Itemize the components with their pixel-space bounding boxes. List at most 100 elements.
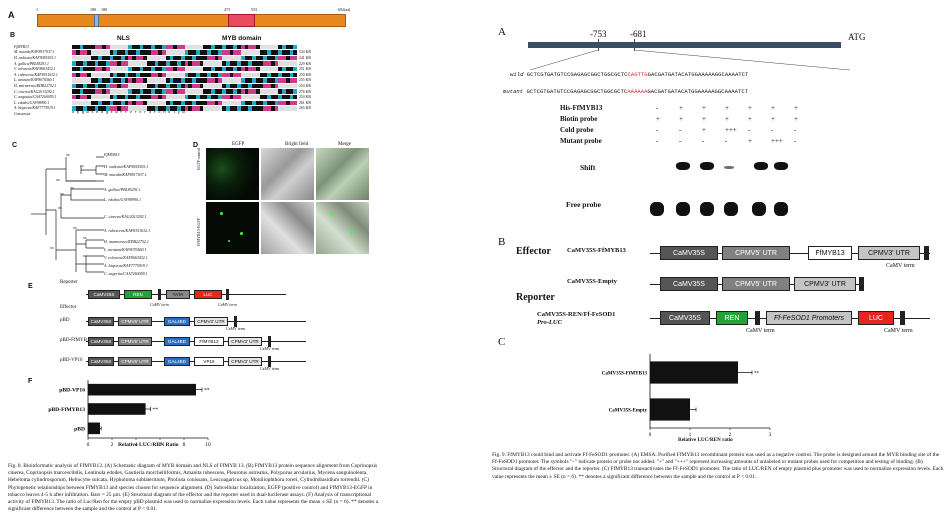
nls-label: NLS — [117, 35, 130, 42]
alignment-species-name: A. bisporus/KAF7775919.1 — [14, 106, 56, 111]
protein-bar — [37, 14, 346, 27]
tree-leaf: A. rubescens/KAF8351632.1 — [104, 228, 151, 233]
chart-bar — [650, 361, 738, 384]
position-753: -753 — [590, 29, 607, 39]
alignment-length: 250 KB — [299, 72, 311, 77]
tree-bootstrap: 99 — [56, 178, 60, 182]
promoter-line — [528, 42, 841, 48]
construct-terminator — [234, 316, 237, 327]
fig9-panel-c-label: C — [498, 336, 506, 348]
construct-part: CaMV35S — [88, 357, 114, 366]
micrograph-egfp-control — [206, 148, 259, 200]
alignment-length: 251 KB — [299, 67, 311, 72]
row-label-fusion: FfMYB13-EGFP — [196, 218, 201, 246]
nls-start: 180 — [90, 7, 96, 12]
chart-x-tick-label: 6 — [159, 442, 162, 448]
alignment-row: H. marmoreus/RDB22752.1 254 KB — [14, 83, 359, 89]
alignment-cells — [72, 94, 297, 100]
myb-domain-region — [228, 14, 255, 27]
tree-bootstrap: 90 — [73, 226, 77, 230]
emsa-conditions: His-FfMYB13-++++++Biotin probe+++++++Col… — [560, 104, 820, 148]
construct-part: CPMV3' UTR — [228, 337, 262, 346]
position-681: -681 — [630, 29, 647, 39]
nls-region — [94, 14, 99, 27]
fig9-reporter-title: Reporter — [516, 292, 555, 303]
emsa-mark: - — [679, 126, 682, 134]
tree-leaf: FfMYB13 — [104, 152, 120, 157]
emsa-mark: + — [725, 104, 729, 112]
chart-x-tick-label: 2 — [729, 433, 732, 438]
chart-x-tick-label: 0 — [87, 442, 90, 448]
emsa-mark: + — [679, 115, 683, 123]
eff2-cpmv3: CPMV3' UTR — [794, 277, 856, 291]
tree-bootstrap: 99 — [80, 164, 84, 168]
construct-part: CPMV5' UTR — [118, 317, 152, 326]
emsa-mark: - — [794, 126, 797, 134]
tree-leaf: A. gallica/PBL85291.1 — [104, 187, 141, 192]
fig8-panel-a-label: A — [8, 10, 15, 20]
micrograph-egfp-fusion — [206, 202, 259, 254]
zoom-lines — [530, 50, 851, 71]
fig9-panel-a-label: A — [498, 26, 506, 38]
eff2-name: CaMV35S-Empty — [567, 278, 617, 285]
alignment-cells — [72, 100, 297, 105]
chart-x-tick-label: 0 — [649, 433, 652, 438]
construct-term-label: CaMV term — [226, 326, 246, 331]
fig8-panel-d-label: D — [193, 142, 199, 149]
row-label-control: EGFP control — [196, 148, 201, 170]
myb-end: 533 — [251, 7, 257, 12]
domain-end: 692(aa) — [338, 7, 351, 12]
col-header-merge: Merge — [338, 142, 351, 147]
chart-bar — [650, 398, 690, 421]
reporter-ren: REN — [124, 290, 152, 299]
alignment-species-name: A. gallica/PBL85291.1 — [14, 61, 49, 66]
alignment-species-name: H. marmoreus/RDB22752.1 — [14, 83, 57, 88]
construct-terminator — [268, 356, 271, 367]
eff1-camv35s: CaMV35S — [660, 246, 718, 260]
alignment-length: 241 KB — [299, 55, 311, 60]
tree-leaf: L. edodes/GAV98990.1 — [104, 197, 142, 202]
alignment-species-name: L. edodes/GAV98990.1 — [14, 100, 50, 105]
alignment-length: 255 KB — [299, 78, 311, 83]
alignment-length: 229 KB — [299, 61, 311, 66]
shift-label: Shift — [580, 163, 596, 172]
tree-bootstrap: 99 — [60, 192, 64, 196]
emsa-mark: +++ — [725, 126, 737, 134]
alignment-cells — [72, 44, 297, 49]
emsa-mark: + — [748, 137, 752, 145]
wild-sequence: wild GCTCGTGATGTCCGAGAGCGGCTGGCGCTCCAGTT… — [510, 71, 749, 78]
domain-start: 1 — [36, 7, 38, 12]
micrograph-merge-fusion — [316, 202, 369, 254]
alignment-species-name: A. rubescens/KAF8351632.1 — [14, 72, 58, 77]
rep-camv35s: CaMV35S — [660, 311, 710, 325]
alignment-length: 265 KB — [299, 106, 311, 111]
tree-bootstrap: 98 — [66, 153, 70, 157]
alignment-length: 254 KB — [299, 83, 311, 88]
fig8-caption: Fig. 8. Bioinformatic analysis of FfMYB1… — [8, 463, 379, 513]
fig9-panel-b-label: B — [498, 236, 506, 248]
alignment-length: 276 KB — [299, 89, 311, 94]
construct-name: pBD-FfMYB13 — [60, 338, 92, 343]
chart-bar — [88, 422, 100, 435]
emsa-mark: - — [702, 137, 705, 145]
tree-bootstrap: 99 — [83, 236, 87, 240]
tree-bootstrap: 99 — [70, 186, 74, 190]
chart-bar — [88, 383, 196, 396]
eff2-cpmv5: CPMV5' UTR — [722, 277, 790, 291]
reporter-title: Reporter — [60, 280, 78, 285]
emsa-mark: - — [725, 137, 728, 145]
micrograph-bright-control — [261, 148, 314, 200]
construct-name: pBD-VP16 — [60, 358, 83, 363]
construct-terminator — [268, 336, 271, 347]
alignment-species-name: V. volvacea/KAF8663432.1 — [14, 67, 56, 72]
fig9-caption: Fig. 9. FfMYB13 could bind and activate … — [492, 452, 944, 480]
reporter-term-2: CaMV term — [218, 302, 237, 307]
emsa-mark: + — [702, 104, 706, 112]
construct-name: pBD — [60, 318, 70, 323]
construct-part: CPMV5' UTR — [118, 357, 152, 366]
chart-x-tick-label: 1 — [689, 433, 692, 438]
eff1-cpmv3: CPMV3' UTR — [858, 246, 920, 260]
alignment-cells — [72, 83, 297, 89]
chart-significance: ** — [754, 372, 760, 377]
